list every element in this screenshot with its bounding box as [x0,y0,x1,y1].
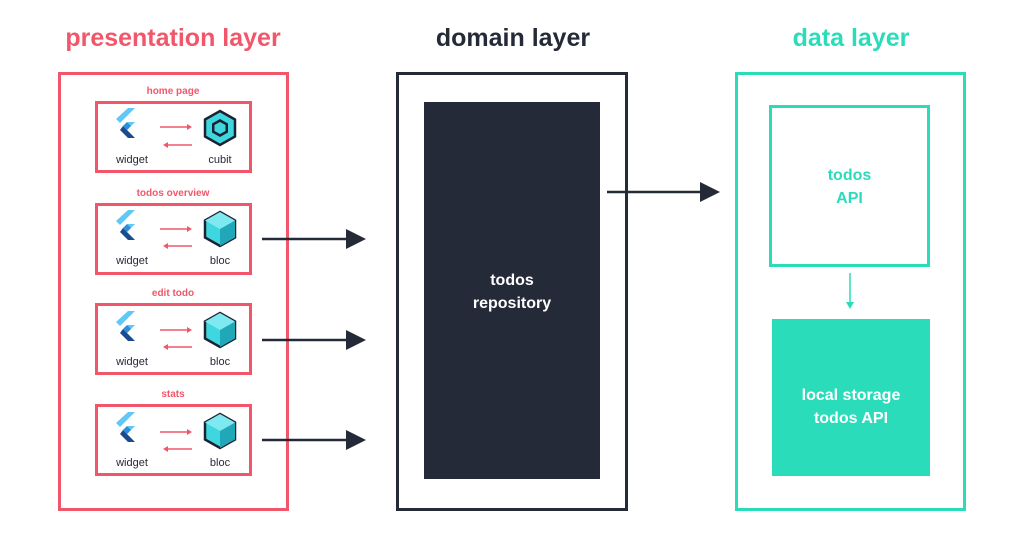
local-storage-label: local storage todos API [772,384,930,430]
repository-label: todos repository [424,269,600,315]
todos-repository-block [424,102,600,479]
feature-label-edit-todo: edit todo [151,288,195,299]
event-arrows [160,429,192,452]
cubit-label: cubit [208,154,232,166]
widget-label: widget [116,154,148,166]
feature-box-todos-overview [95,203,252,275]
feature-box-edit-todo [95,303,252,375]
storage-label-line2: todos API [813,410,889,427]
feature-label-home-page: home page [146,86,200,97]
widget-label: widget [116,457,148,469]
repository-label-line2: repository [472,295,552,312]
flutter-icon [116,412,135,442]
widget-label: widget [116,356,148,368]
domain-layer-box [396,72,628,511]
event-arrows [160,327,192,350]
feature-box-home-page [95,101,252,173]
todos-api-label: todos API [769,164,930,210]
data-layer-title: data layer [792,24,910,52]
feature-label-todos-overview: todos overview [136,188,210,199]
bloc-icon [203,311,237,349]
storage-label-line1: local storage [801,387,901,404]
presentation-to-domain-arrow [262,430,366,450]
data-layer-box [735,72,966,511]
presentation-to-domain-arrow [262,229,366,249]
api-label-line1: todos [827,167,872,184]
presentation-to-domain-arrow [262,330,366,350]
bloc-icon [203,210,237,248]
api-to-storage-arrow [846,273,854,309]
todos-api-box [769,105,930,267]
repository-label-line1: todos [490,272,534,289]
api-label-line2: API [836,190,863,207]
flutter-icon [116,311,135,341]
local-storage-api-block [772,319,930,476]
widget-label: widget [116,255,148,267]
flutter-icon [116,210,135,240]
presentation-layer-title: presentation layer [65,24,281,52]
cubit-icon [203,109,237,147]
bloc-label: bloc [209,457,231,469]
bloc-label: bloc [209,356,231,368]
bloc-label: bloc [209,255,231,267]
presentation-layer-box [58,72,289,511]
bloc-icon [203,412,237,450]
event-arrows [160,226,192,249]
feature-box-stats [95,404,252,476]
flutter-icon [116,108,135,138]
feature-label-stats: stats [161,389,185,400]
event-arrows [160,124,192,148]
domain-to-data-arrow [607,182,720,202]
domain-layer-title: domain layer [435,24,591,52]
